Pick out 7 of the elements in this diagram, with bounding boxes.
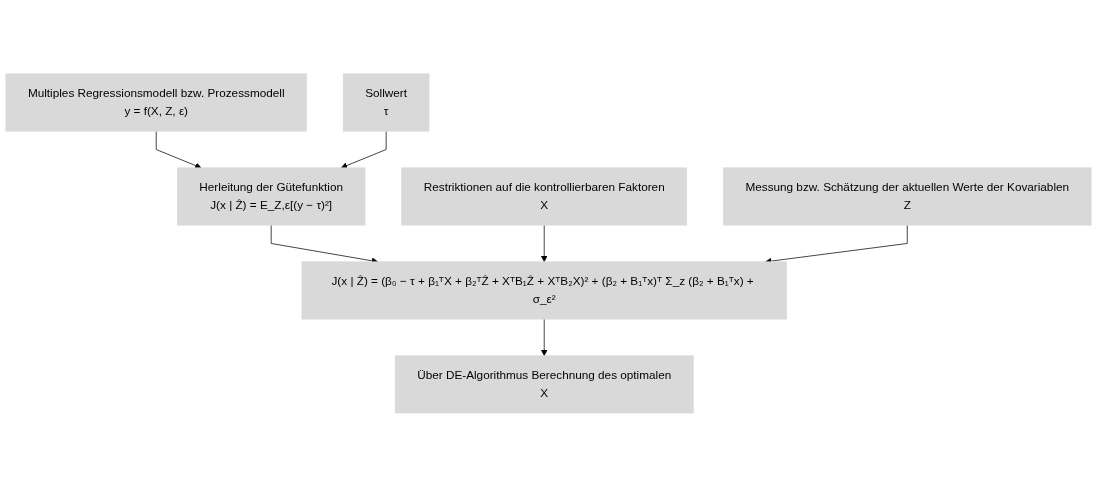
node-box: Herleitung der Gütefunktion J(x | Ẑ) = E_Z,ε[(y − τ)²] — [176, 167, 366, 226]
node-box: Sollwert τ — [342, 73, 430, 132]
node-box: Über DE-Algorithmus Berechnung des optimalen X — [394, 355, 694, 414]
node-box: J(x | Ẑ) = (β₀ − τ + β₁ᵀX + β₂ᵀẐ + XᵀB₁Ẑ + XᵀB₂X)² + (β₂ + B₁ᵀx)ᵀ Σ_z (β₂ + B₁ᵀx) + σ_ε² — [301, 261, 787, 320]
node-box: Messung bzw. Schätzung der aktuellen Werte der Kovariablen Z — [723, 167, 1092, 226]
node-box: Restriktionen auf die kontrollierbaren Faktoren X — [401, 167, 688, 226]
node-box: Multiples Regressionsmodell bzw. Prozessmodell y = f(X, Z, ε) — [5, 73, 307, 132]
